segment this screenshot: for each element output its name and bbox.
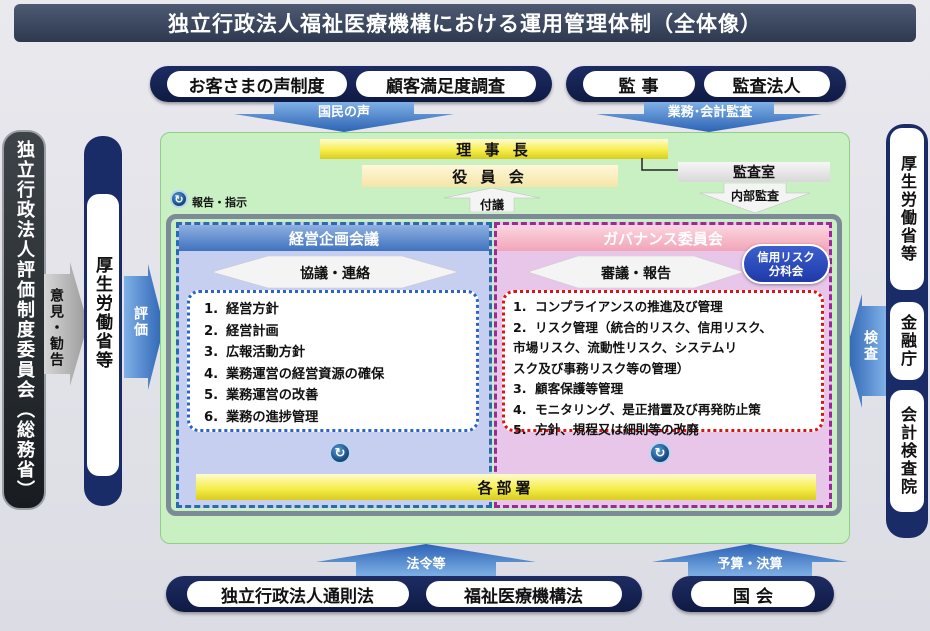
list-item: 5.業務運営の改善	[204, 388, 319, 403]
audit-office-bar: 監査室	[678, 162, 830, 182]
list-item: 2.経営計画	[204, 323, 279, 339]
report-instruct-label: 報告・指示	[192, 196, 247, 209]
governance-cycle-icon: ↻	[649, 442, 671, 464]
audit-connector	[641, 158, 688, 171]
general-rules-act-pill: 独立行政法人通則法	[186, 581, 409, 607]
management-items-list: 1.経営方針 2.経営計画 3.広報活動方針 4.業務運営の経営資源の確保 5.…	[187, 290, 479, 432]
opinion-arrow	[44, 262, 88, 386]
consult-arrow	[444, 188, 540, 212]
list-item: 5.方針、規程又は細則等の改廃	[513, 422, 699, 437]
opinion-label: 意見・勧告	[48, 288, 64, 368]
evaluation-committee-panel: 独立行政法人評価制度委員会（総務省）	[2, 130, 46, 510]
board-of-audit-label: 会計検査院	[898, 406, 917, 496]
mhlw-panel	[84, 136, 122, 506]
credit-badge-line2: 分科会	[768, 264, 804, 278]
bottom-left-group: 独立行政法人通則法 福祉医療機構法	[166, 576, 642, 612]
diet-pill: 国 会	[691, 581, 815, 607]
wam-act-pill: 福祉医療機構法	[425, 581, 622, 607]
report-cycle-icon: ↻	[170, 190, 188, 208]
chairman-bar: 理 事 長	[320, 139, 668, 159]
inspection-label: 検査	[862, 330, 878, 362]
consult-label: 付議	[479, 198, 504, 212]
deliberation-label: 審議・報告	[601, 266, 671, 282]
top-right-group: 監 事 監査法人	[566, 66, 846, 102]
list-item: 3.広報活動方針	[204, 345, 306, 360]
laws-arrow	[316, 544, 536, 576]
list-item: 4.業務運営の経営資源の確保	[204, 366, 385, 382]
list-item: 2.リスク管理（統合的リスク、信用リスク、	[513, 319, 773, 335]
auditor-pill: 監 事	[582, 71, 695, 97]
list-item: 1.コンプライアンスの推進及び管理	[513, 299, 723, 314]
evaluation-arrow	[124, 264, 164, 390]
audit-firm-pill: 監査法人	[703, 71, 830, 97]
list-item: 4.モニタリング、是正措置及び再発防止策	[513, 401, 761, 417]
list-item: 6.業務の進捗管理	[204, 409, 319, 425]
evaluation-label: 評価	[132, 306, 148, 338]
internal-audit-label: 内部監査	[730, 189, 779, 203]
credit-badge-line1: 信用リスク	[757, 250, 815, 264]
consult-contact-label: 協議・連絡	[300, 266, 370, 282]
governance-items-list: 1.コンプライアンスの推進及び管理 2.リスク管理（統合的リスク、信用リスク、 …	[502, 290, 824, 437]
inspection-arrow	[846, 294, 886, 408]
departments-bar: 各部署	[196, 474, 816, 500]
deliberation-arrow	[528, 256, 744, 288]
fsa-label: 金融庁	[898, 314, 917, 368]
satisfaction-survey-pill: 顧客満足度調査	[355, 71, 536, 97]
budget-label: 予算・決算	[717, 556, 783, 572]
customer-voice-pill: お客さまの声制度	[166, 71, 347, 97]
fsa-box: 金融庁	[890, 302, 924, 380]
audit-arrow	[596, 102, 822, 132]
management-cycle-icon: ↻	[329, 442, 351, 464]
board-of-audit-box: 会計検査院	[890, 390, 924, 512]
evaluation-committee-label: 独立行政法人評価制度委員会（総務省）	[14, 140, 35, 500]
list-item: 1.経営方針	[204, 302, 279, 317]
mhlw-right-label: 厚生労働省等	[898, 155, 917, 263]
bottom-right-group: 国 会	[672, 576, 834, 612]
mhlw-right-box: 厚生労働省等	[890, 128, 924, 290]
board-bar: 役 員 会	[362, 165, 618, 187]
audit-label: 業務･会計監査	[667, 104, 753, 120]
internal-audit-arrow	[700, 183, 810, 213]
public-voice-label: 国民の声	[317, 104, 370, 120]
laws-label: 法令等	[406, 556, 446, 572]
budget-arrow	[652, 544, 848, 576]
mhlw-label: 厚生労働省等	[92, 256, 112, 370]
consult-contact-arrow	[212, 256, 458, 288]
page-title: 独立行政法人福祉医療機構における運用管理体制（全体像）	[14, 4, 916, 42]
inner-frame	[166, 214, 842, 516]
list-item-continuation: スク及び事務リスク等の管理）	[513, 360, 690, 376]
public-voice-arrow	[234, 102, 454, 132]
list-item-continuation: 市場リスク、流動性リスク、システムリ	[513, 340, 738, 355]
list-item: 3.顧客保護等管理	[513, 381, 624, 396]
management-council-header: 経営企画会議	[179, 225, 489, 251]
credit-risk-subcommittee-badge: 信用リスク 分科会	[742, 244, 830, 284]
top-left-group: お客さまの声制度 顧客満足度調査	[150, 66, 552, 102]
